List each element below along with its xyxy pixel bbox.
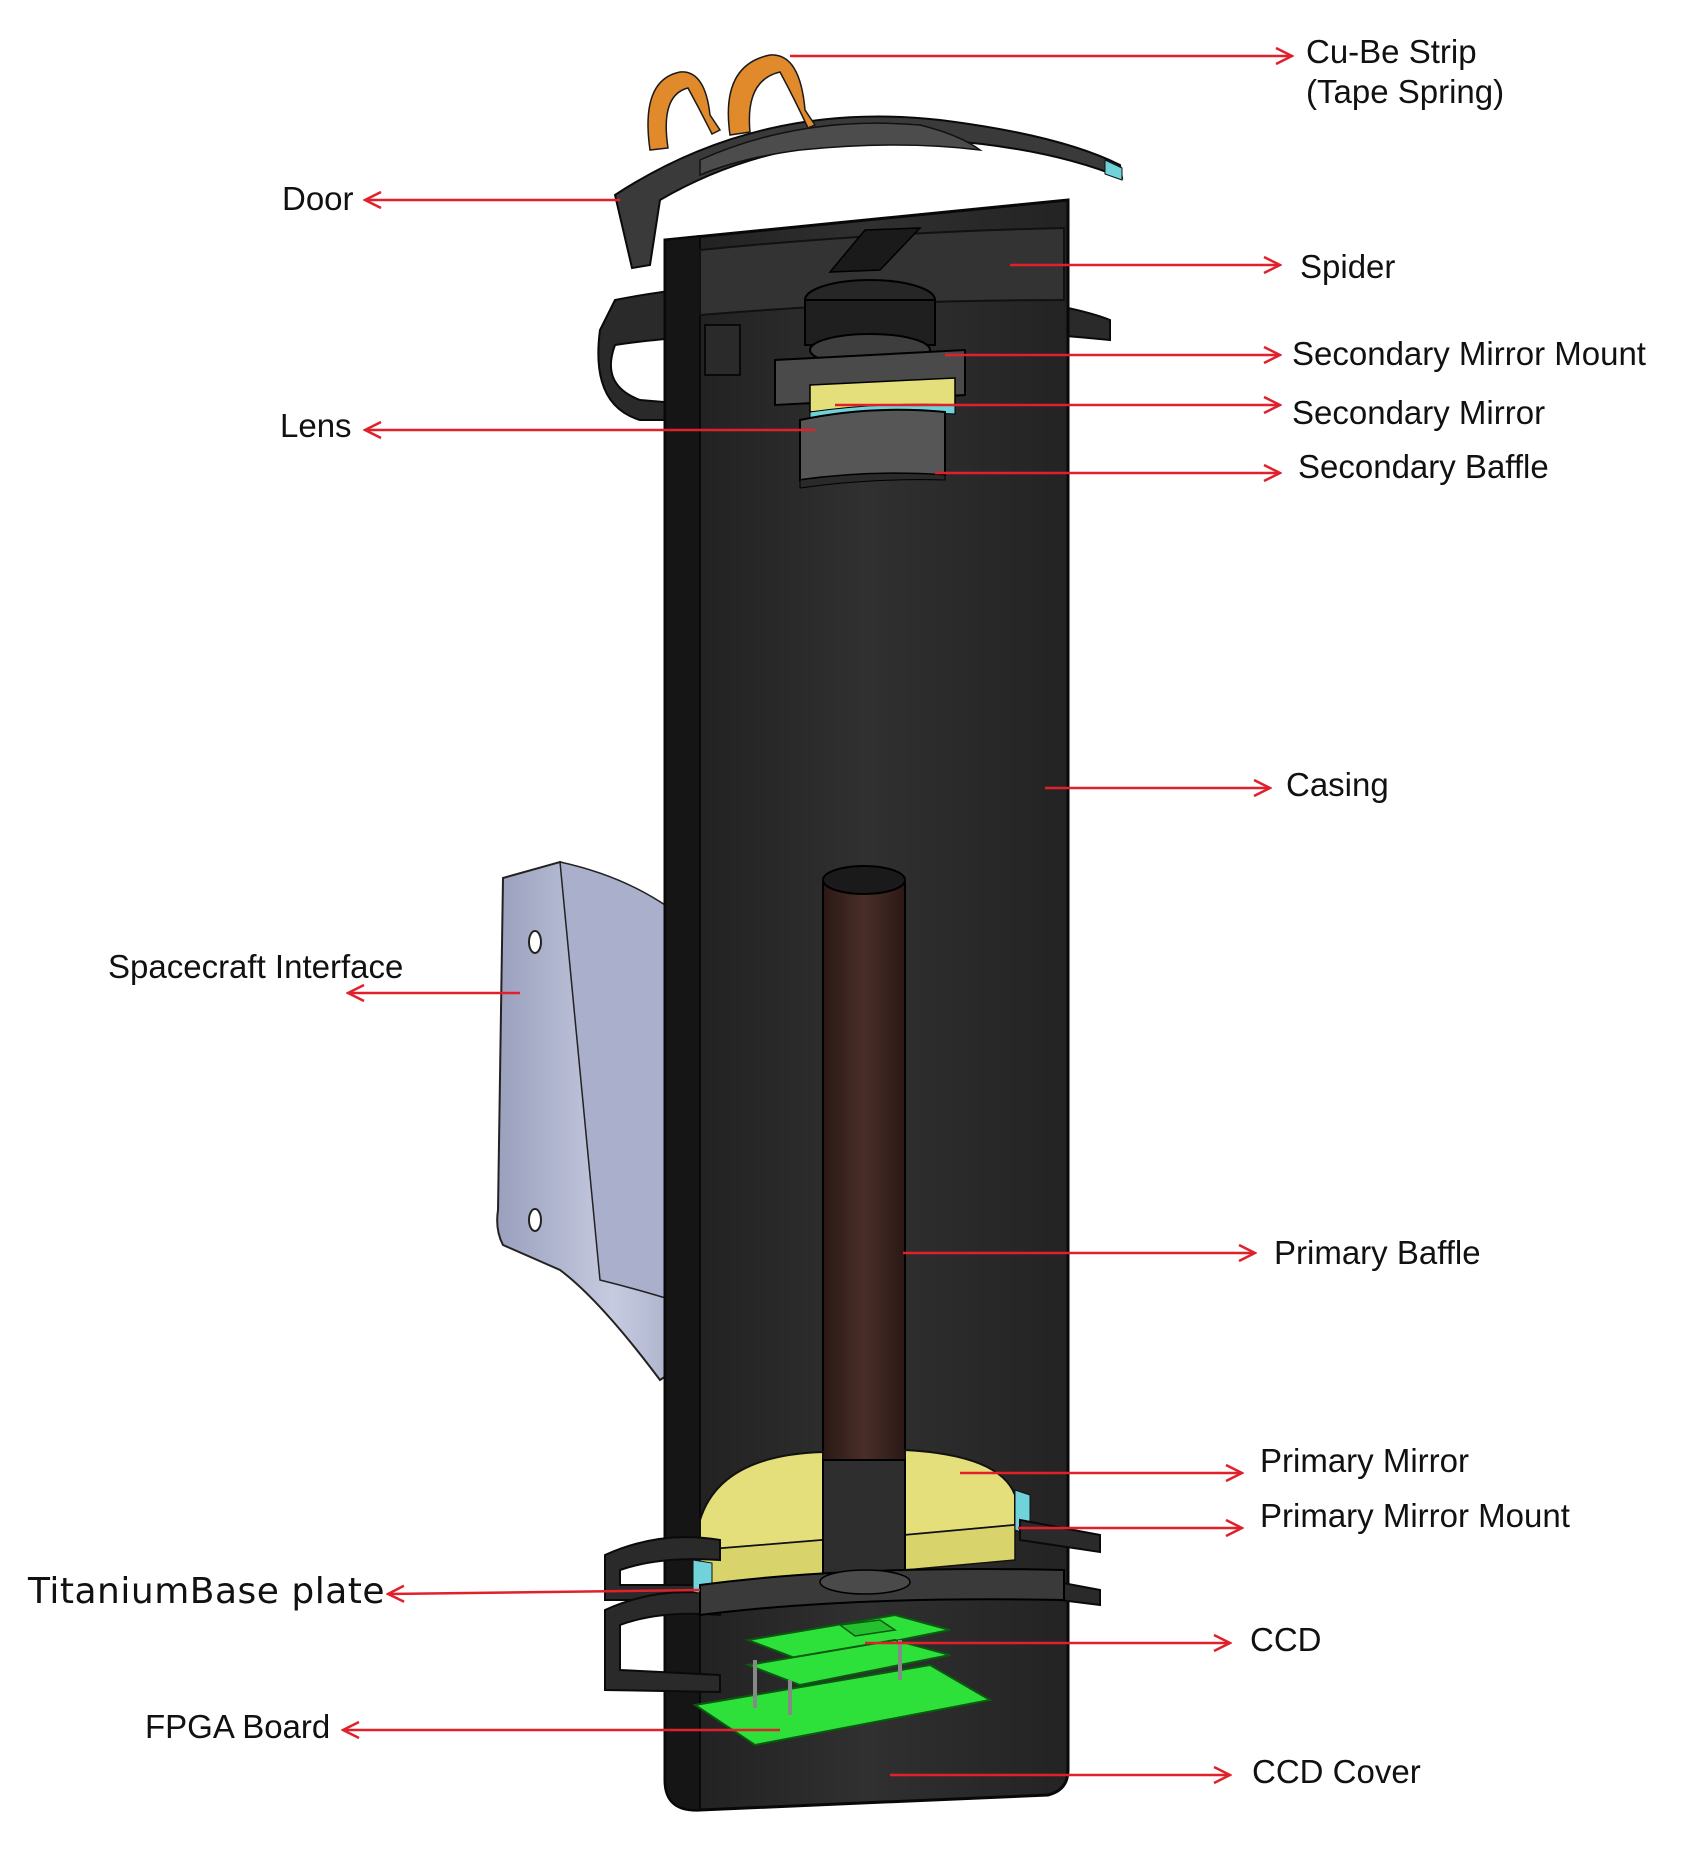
label-fpga-board: FPGA Board (145, 1708, 331, 1745)
ccd-chip (838, 1619, 898, 1637)
label-primary-mirror-mount: Primary Mirror Mount (1260, 1497, 1570, 1534)
ccd-board (744, 1613, 951, 1662)
label-titanium-base-plate: TitaniumBase plate (28, 1571, 386, 1612)
label-primary-baffle: Primary Baffle (1274, 1234, 1481, 1271)
spacecraft-interface-plate (496, 860, 692, 1382)
primary-baffle (822, 865, 906, 1471)
label-cube-strip-line1: Cu-Be Strip (1306, 33, 1477, 70)
label-cube-strip-line2: (Tape Spring) (1306, 73, 1505, 110)
leader-titanium-base-plate (388, 1590, 701, 1594)
label-ccd: CCD (1250, 1621, 1322, 1658)
label-secondary-baffle: Secondary Baffle (1298, 448, 1549, 485)
label-spider: Spider (1300, 248, 1396, 285)
label-spacecraft-interface: Spacecraft Interface (108, 948, 404, 985)
label-cube-strip: Cu-Be Strip (Tape Spring) (1306, 32, 1504, 112)
label-secondary-mirror-mount: Secondary Mirror Mount (1292, 335, 1646, 372)
tape-springs (647, 54, 817, 151)
label-casing: Casing (1286, 766, 1389, 803)
leader-lines (343, 56, 1292, 1775)
label-ccd-cover: CCD Cover (1252, 1753, 1421, 1790)
spider-region (699, 226, 1065, 317)
label-secondary-mirror: Secondary Mirror (1292, 394, 1546, 431)
label-lens: Lens (280, 407, 352, 444)
label-door: Door (282, 180, 354, 217)
electronics-stack (692, 1613, 993, 1747)
secondary-assembly (704, 279, 966, 489)
fpga-board (692, 1663, 993, 1747)
label-primary-mirror: Primary Mirror (1260, 1442, 1469, 1479)
